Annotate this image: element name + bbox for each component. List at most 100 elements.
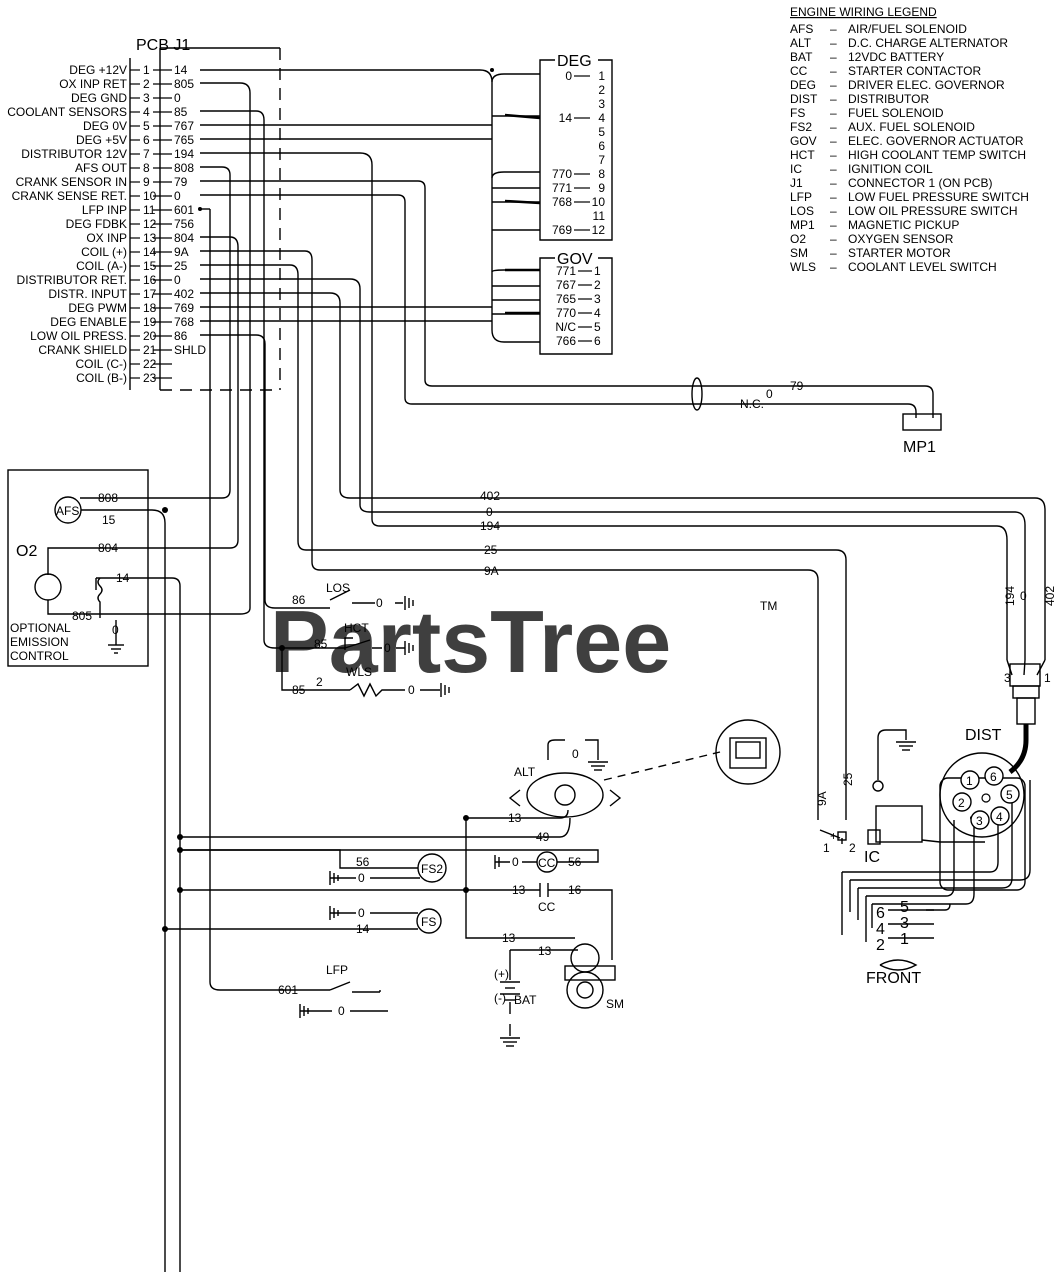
legend-code: DIST xyxy=(790,92,818,106)
wire-0-o2: 0 xyxy=(112,623,119,637)
wire-0-dist: 0 xyxy=(486,505,493,519)
pcb-pin-wire: 769 xyxy=(174,301,194,315)
dist-rotor xyxy=(981,793,991,803)
pcb-pin-number: 22 xyxy=(143,357,157,371)
mp1-label: MP1 xyxy=(903,439,936,456)
pcb-pin-number: 19 xyxy=(143,315,157,329)
pcb-pin-label: CRANK SENSOR IN xyxy=(16,175,127,189)
pcb-pin-label: LFP INP xyxy=(82,203,127,217)
pcb-pin-wire: 805 xyxy=(174,77,194,91)
pcb-pin-number: 10 xyxy=(143,189,157,203)
wire-13-sm: 13 xyxy=(502,931,516,945)
pcb-pin-label: COIL (A-) xyxy=(76,259,127,273)
pcb-pin-label: CRANK SHIELD xyxy=(38,343,127,357)
wire-808: 808 xyxy=(98,491,118,505)
gov-pin-wire: 767 xyxy=(556,278,576,292)
deg-pin-number: 11 xyxy=(593,209,606,223)
wire-194: 194 xyxy=(480,519,500,533)
legend-description: 12VDC BATTERY xyxy=(848,50,944,64)
legend-code: WLS xyxy=(790,260,816,274)
gov-pin-wire: 771 xyxy=(556,264,576,278)
gov-pin-wire: 765 xyxy=(556,292,576,306)
pcb-pin-number: 21 xyxy=(143,343,157,357)
deg-pin-number: 10 xyxy=(592,195,606,209)
gov-pin-wire: N/C xyxy=(555,320,576,334)
ic-terminal-2: 2 xyxy=(849,841,856,855)
legend-code: FS xyxy=(790,106,805,120)
legend-description: FUEL SOLENOID xyxy=(848,106,944,120)
legend-code: CC xyxy=(790,64,808,78)
marker-layer xyxy=(162,68,974,932)
deg-pin-number: 2 xyxy=(598,83,605,97)
legend-description: LOW OIL PRESSURE SWITCH xyxy=(848,204,1018,218)
legend-description: AUX. FUEL SOLENOID xyxy=(848,120,975,134)
pcb-pin-label: DEG ENABLE xyxy=(50,315,127,329)
legend-dash: – xyxy=(830,22,837,36)
dist-cap-tower xyxy=(970,810,990,830)
dist-cap-tower xyxy=(1000,784,1020,804)
legend-dash: – xyxy=(830,78,837,92)
bat-label: BAT xyxy=(514,993,537,1007)
legend-code: IC xyxy=(790,162,802,176)
pcb-pin-label: COIL (C-) xyxy=(75,357,127,371)
wire-label-79: 79 xyxy=(790,379,804,393)
wire-14-fs: 14 xyxy=(356,922,370,936)
legend-code: AFS xyxy=(790,22,813,36)
pcb-pin-wire: 0 xyxy=(174,273,181,287)
pcb-pin-label: DISTRIBUTOR RET. xyxy=(17,273,127,287)
pcb-pin-number: 11 xyxy=(143,203,156,217)
legend-description: IGNITION COIL xyxy=(848,162,933,176)
bat-minus: (-) xyxy=(494,991,506,1005)
watermark: PartsTree xyxy=(270,592,671,691)
wire-805: 805 xyxy=(72,609,92,623)
o2-label: O2 xyxy=(16,543,37,560)
pcb-pin-label: COIL (B-) xyxy=(76,371,127,385)
wire-0-lfp: 0 xyxy=(338,1004,345,1018)
pcb-pin-label: DISTRIBUTOR 12V xyxy=(21,147,127,161)
lfp-label: LFP xyxy=(326,963,348,977)
deg-pin-wire: 771 xyxy=(552,181,572,195)
legend-code: GOV xyxy=(790,134,817,148)
dist-plug-wire-number: 3 xyxy=(900,915,909,932)
legend-title: ENGINE WIRING LEGEND xyxy=(790,5,937,19)
deg-pin-wire: 769 xyxy=(552,223,572,237)
legend-dash: – xyxy=(830,246,837,260)
legend-dash: – xyxy=(830,218,837,232)
legend-dash: – xyxy=(830,50,837,64)
pcb-pin-label: DEG GND xyxy=(71,91,127,105)
legend-dash: – xyxy=(830,36,837,50)
deg-pin-number: 1 xyxy=(598,69,605,83)
pcb-pin-label: COOLANT SENSORS xyxy=(7,105,127,119)
wire-601: 601 xyxy=(278,983,298,997)
gov-pin-wire: 770 xyxy=(556,306,576,320)
cc-contact-label: CC xyxy=(538,900,556,914)
pcb-pin-number: 1 xyxy=(143,63,150,77)
legend-description: MAGNETIC PICKUP xyxy=(848,218,959,232)
vwire-402: 402 xyxy=(1043,586,1057,606)
ic-plus: + xyxy=(830,829,837,843)
wls-label: WLS xyxy=(346,665,372,679)
pcb-pin-wire: 0 xyxy=(174,189,181,203)
wire-402: 402 xyxy=(480,489,500,503)
legend-description: COOLANT LEVEL SWITCH xyxy=(848,260,997,274)
pcb-pin-wire: 808 xyxy=(174,161,194,175)
legend-dash: – xyxy=(830,92,837,106)
pcb-pin-label: DEG PWM xyxy=(68,301,127,315)
dist-cap-tower xyxy=(990,806,1010,826)
pcb-pin-label: DEG 0V xyxy=(83,119,127,133)
pcb-pin-number: 9 xyxy=(143,175,150,189)
gov-pin-number: 2 xyxy=(594,278,601,292)
wire-0-wls: 0 xyxy=(408,683,415,697)
watermark-tm: TM xyxy=(760,599,777,613)
legend-code: J1 xyxy=(790,176,803,190)
dist-cap-tower xyxy=(984,766,1004,786)
deg-pin-wire: 768 xyxy=(552,195,572,209)
wire-16: 16 xyxy=(568,883,582,897)
legend-code: HCT xyxy=(790,148,815,162)
alt-label: ALT xyxy=(514,765,536,779)
pcb-pin-number: 15 xyxy=(143,259,157,273)
deg-pin-number: 3 xyxy=(598,97,605,111)
pcb-pin-wire: 85 xyxy=(174,105,188,119)
deg-pin-number: 5 xyxy=(598,125,605,139)
